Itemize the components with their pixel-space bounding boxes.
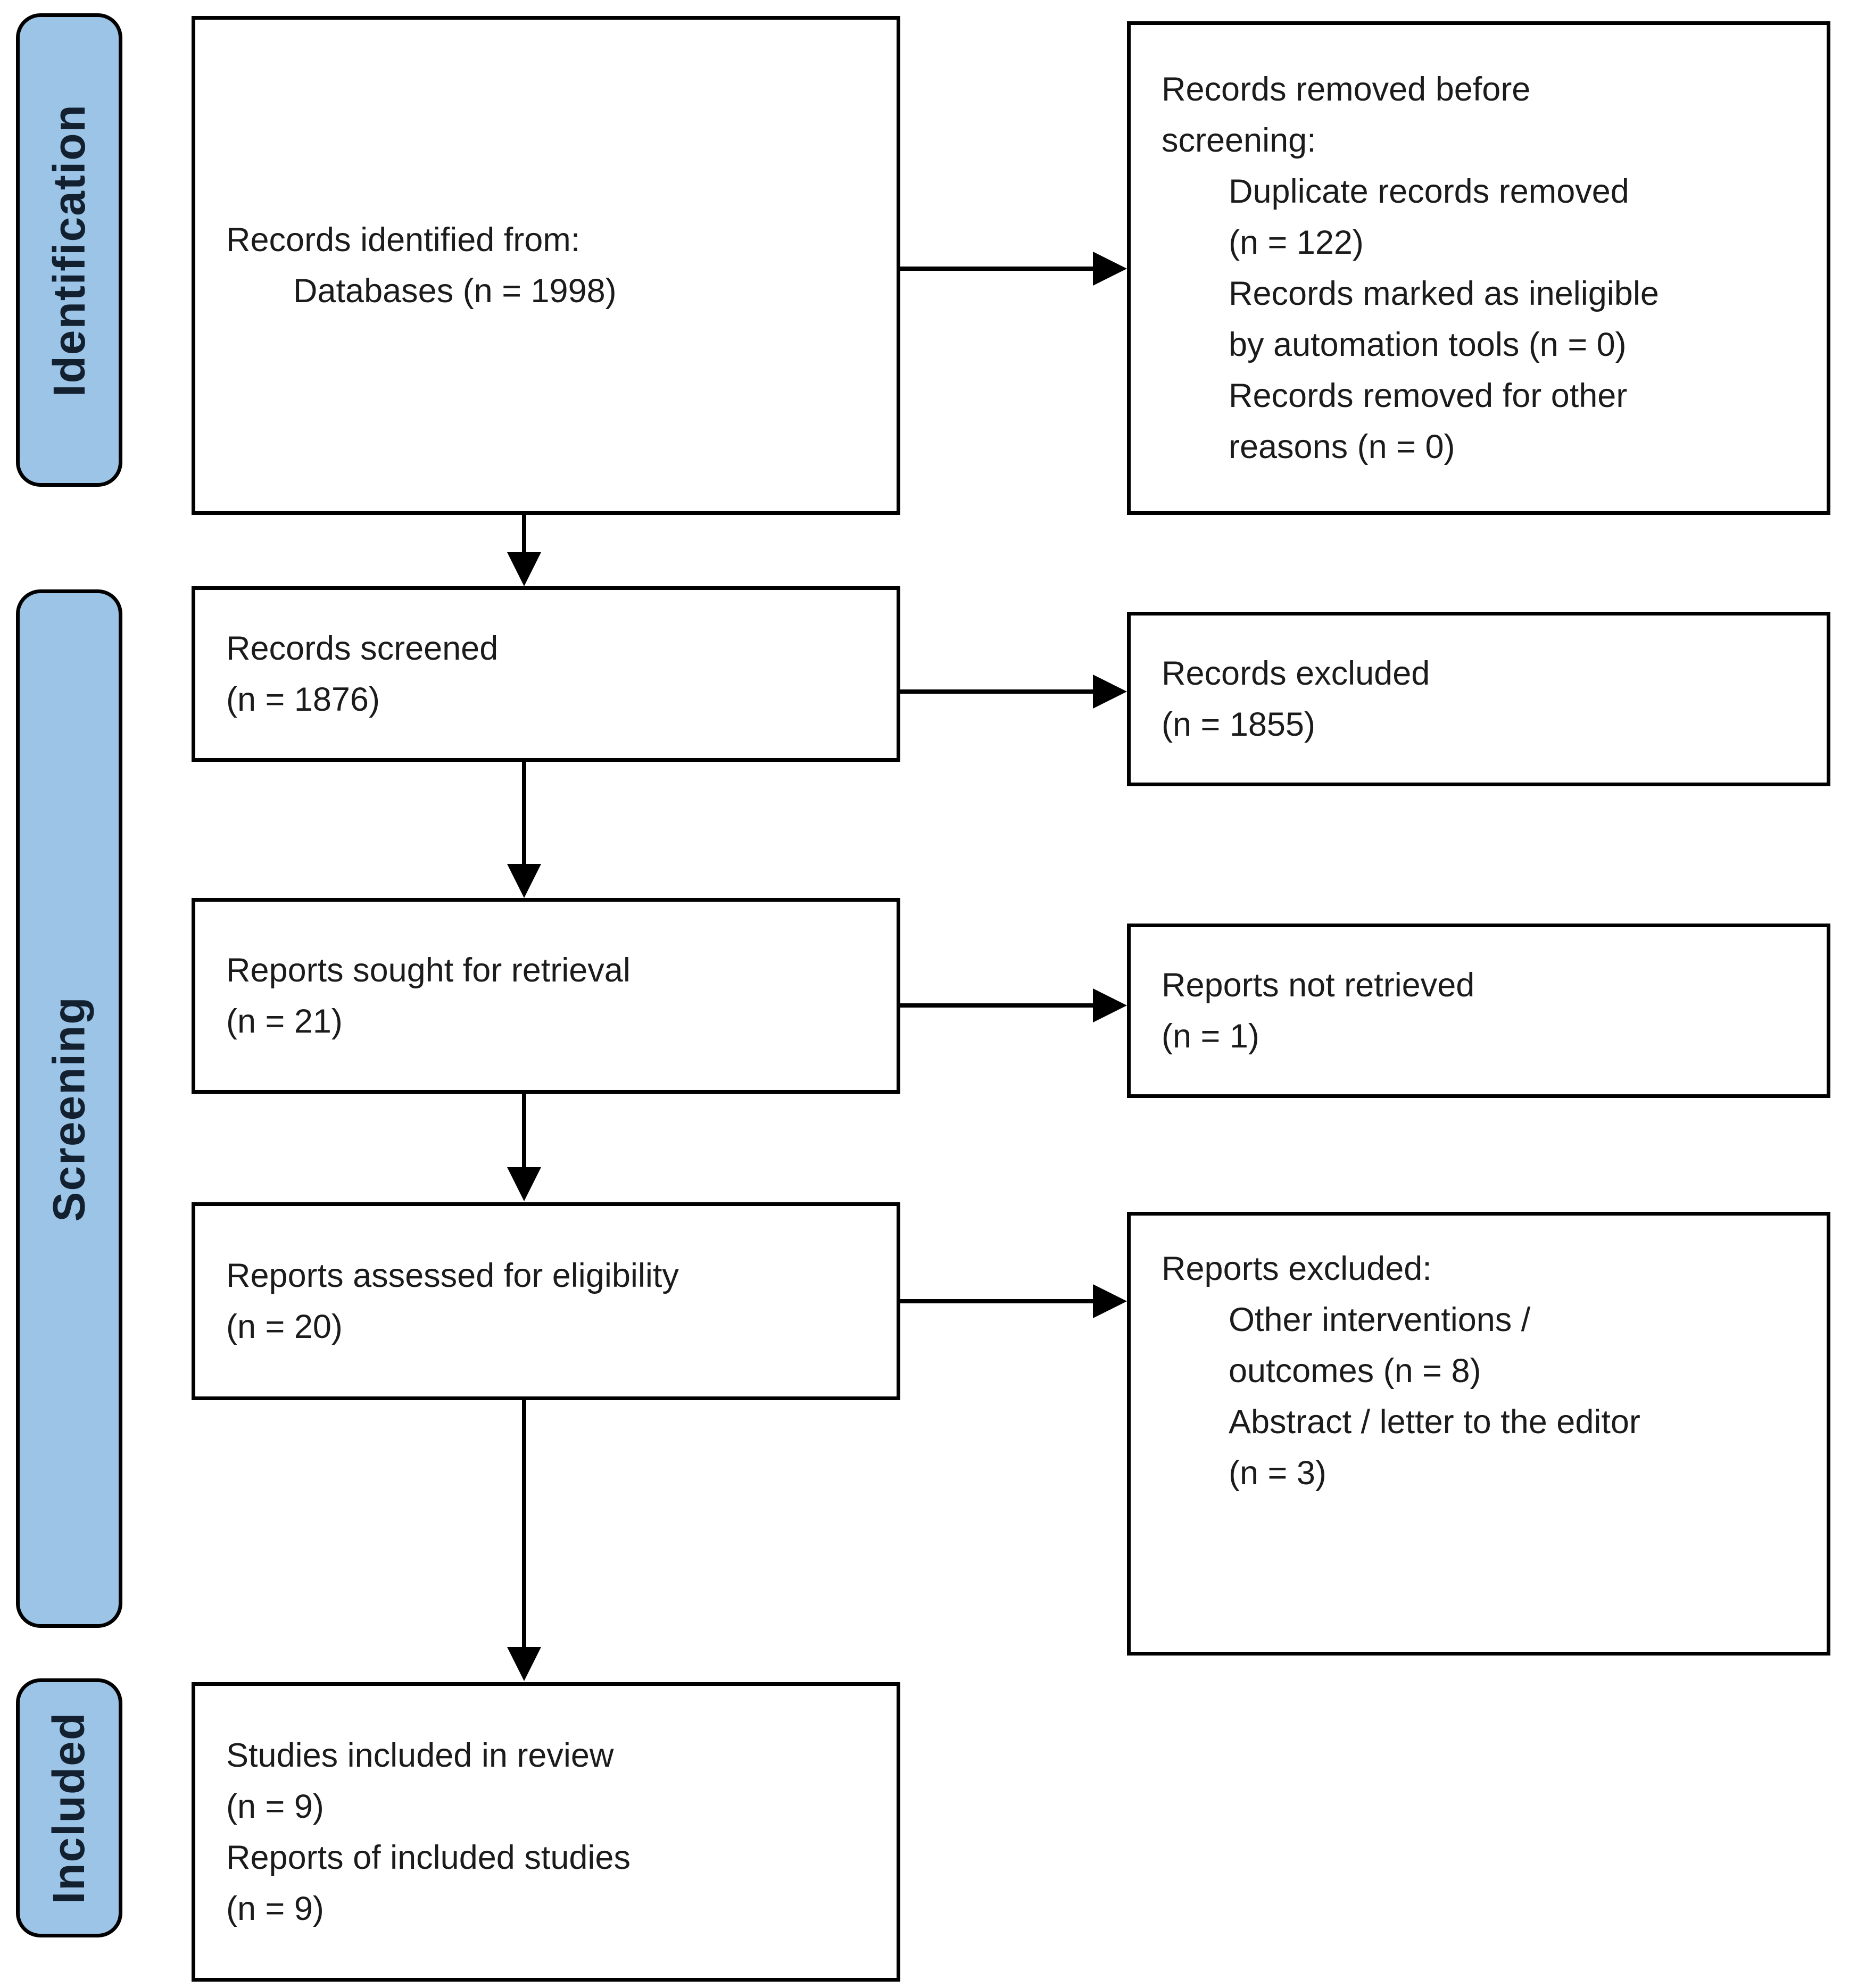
box-line: Records screened [226,630,499,667]
box-line: reasons (n = 0) [1229,428,1455,465]
box-line: (n = 1855) [1162,706,1315,743]
box-line: (n = 1876) [226,681,380,718]
box-line: (n = 9) [226,1787,324,1825]
box-line: (n = 3) [1229,1454,1326,1492]
box-line: Other interventions / [1229,1301,1531,1338]
box-line: Reports sought for retrieval [226,952,631,989]
arrowhead-right-icon [1093,1284,1127,1318]
arrowhead-right-icon [1093,675,1127,709]
arrow-shaft [900,689,1098,694]
stage-identification-label: Identification [44,103,94,397]
box-reports-sought: Reports sought for retrieval (n = 21) [192,898,900,1094]
box-line: (n = 20) [226,1308,343,1345]
box-line: Records identified from: [226,221,581,259]
arrow-shaft [900,1299,1098,1303]
box-line: Abstract / letter to the editor [1229,1403,1640,1441]
arrow-shaft [522,1094,526,1168]
box-records-excluded: Records excluded (n = 1855) [1127,612,1830,786]
box-line: Records removed for other [1229,377,1628,414]
box-line: Reports of included studies [226,1839,631,1876]
arrowhead-right-icon [1093,252,1127,286]
arrow-shaft [900,267,1098,271]
box-records-screened: Records screened (n = 1876) [192,586,900,762]
stage-screening: Screening [16,589,122,1628]
box-records-identified: Records identified from: Databases (n = … [192,16,900,515]
arrowhead-down-icon [507,1647,541,1681]
box-reports-assessed: Reports assessed for eligibility (n = 20… [192,1202,900,1400]
box-line: (n = 9) [226,1890,324,1927]
stage-identification: Identification [16,13,122,487]
box-reports-not-retrieved: Reports not retrieved (n = 1) [1127,924,1830,1098]
box-studies-included: Studies included in review (n = 9) Repor… [192,1682,900,1982]
arrow-shaft [900,1003,1098,1008]
box-line: Reports not retrieved [1162,967,1475,1004]
box-reports-excluded: Reports excluded: Other interventions / … [1127,1212,1830,1656]
stage-included-label: Included [44,1711,94,1904]
box-line: Records marked as ineligible [1229,275,1659,312]
arrow-shaft [522,515,526,553]
stage-screening-label: Screening [44,995,94,1222]
arrow-shaft [522,762,526,865]
box-line: (n = 21) [226,1003,343,1040]
arrow-shaft [522,1400,526,1648]
box-line: Studies included in review [226,1736,614,1774]
arrowhead-down-icon [507,552,541,586]
box-line: outcomes (n = 8) [1229,1352,1481,1390]
box-records-removed: Records removed before screening: Duplic… [1127,21,1830,515]
box-line: Records removed before [1162,71,1531,108]
box-line: screening: [1162,122,1316,159]
arrowhead-down-icon [507,864,541,898]
box-line: (n = 122) [1229,224,1364,261]
box-line: Duplicate records removed [1229,173,1629,210]
box-line: Databases (n = 1998) [293,272,617,310]
arrowhead-right-icon [1093,988,1127,1022]
box-line: by automation tools (n = 0) [1229,326,1627,363]
box-line: (n = 1) [1162,1018,1259,1055]
box-line: Records excluded [1162,655,1430,692]
stage-included: Included [16,1678,122,1937]
box-line: Reports excluded: [1162,1250,1432,1287]
box-line: Reports assessed for eligibility [226,1257,679,1294]
arrowhead-down-icon [507,1167,541,1201]
